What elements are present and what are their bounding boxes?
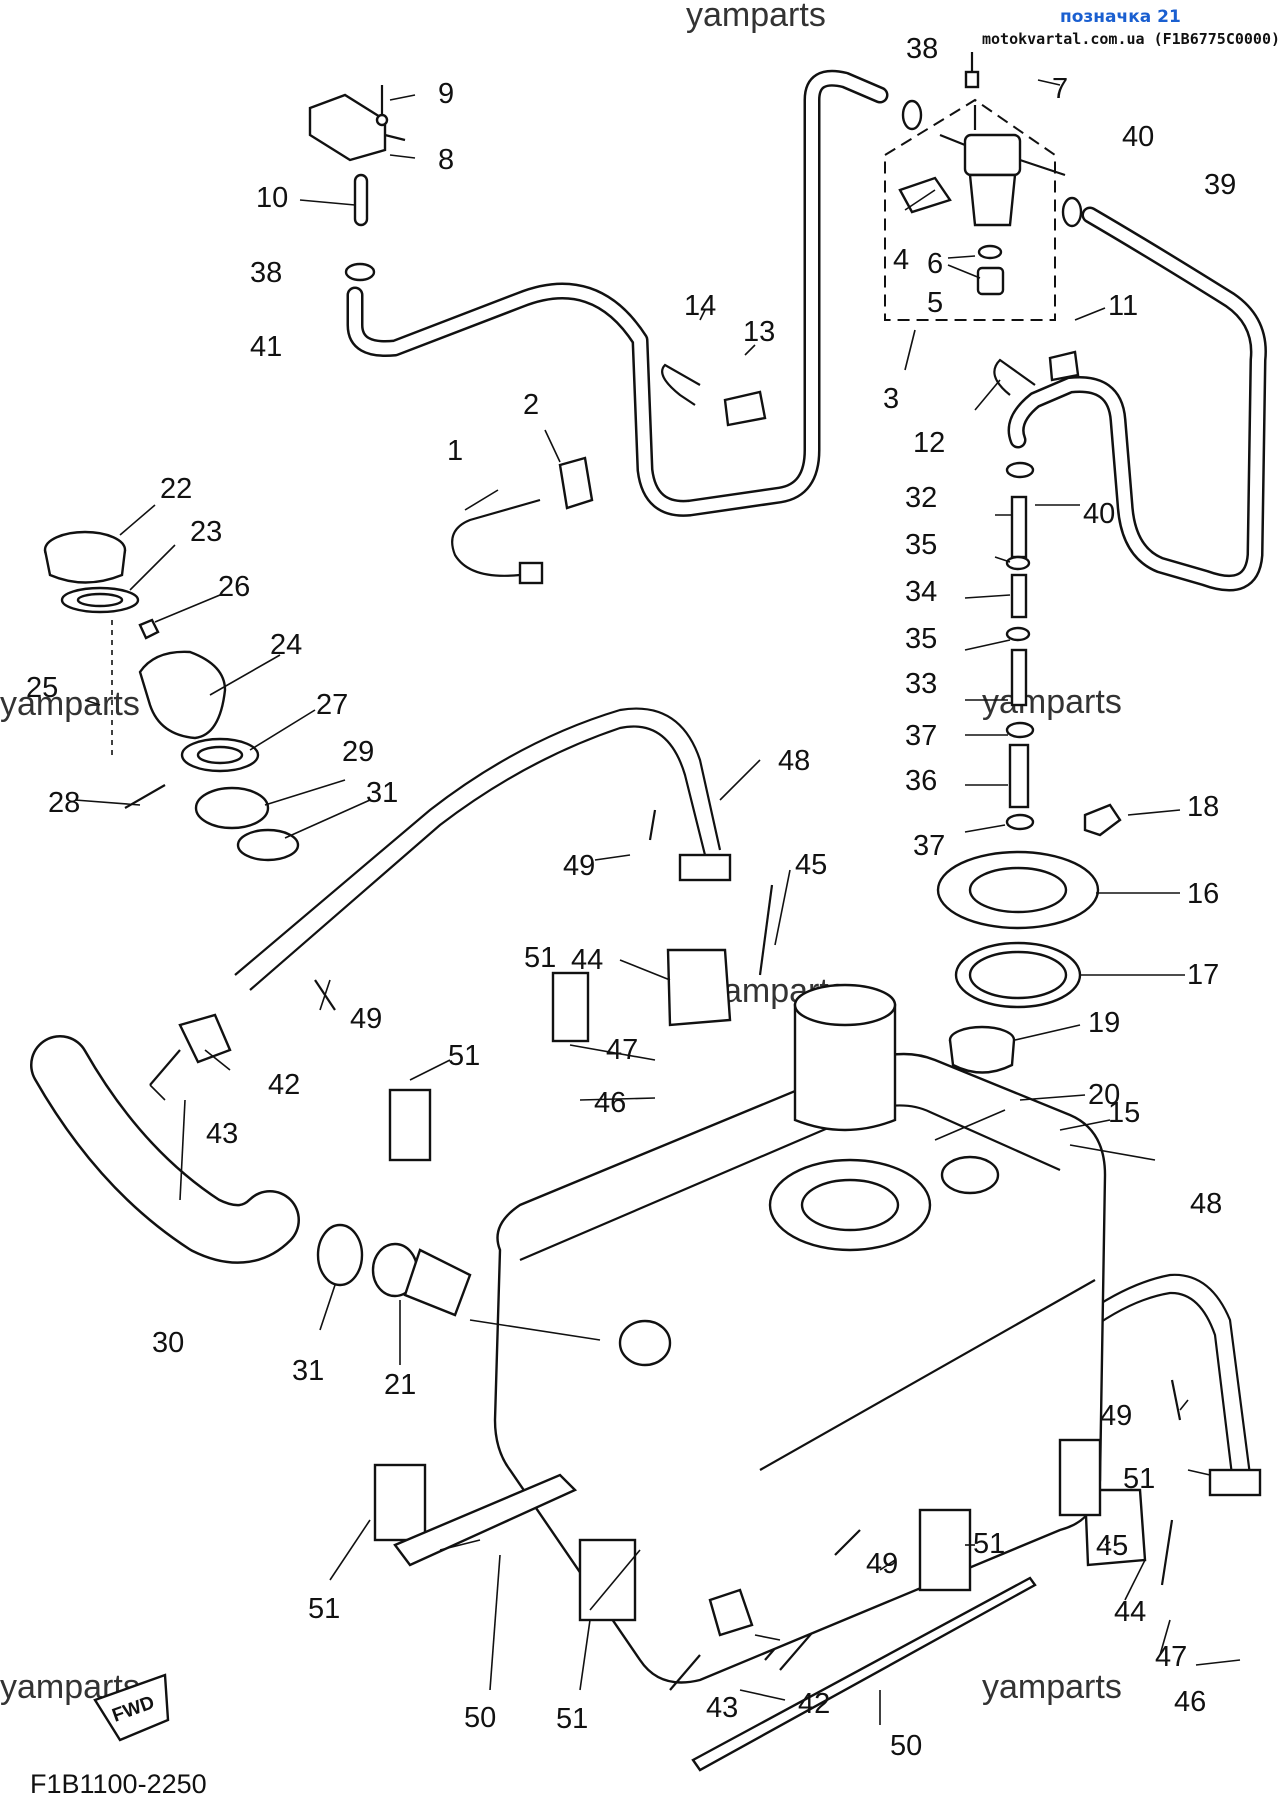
- hose-39: [1007, 206, 1267, 592]
- callout-5: 5: [927, 287, 943, 319]
- callout-10: 10: [256, 182, 288, 214]
- callout-35-a: 35: [905, 529, 937, 561]
- callout-28: 28: [48, 787, 80, 819]
- fuel-pump-ring: [936, 803, 1122, 1009]
- watermark-bottom-right: yamparts: [982, 1668, 1122, 1706]
- callout-12: 12: [913, 427, 945, 459]
- callout-33: 33: [905, 668, 937, 700]
- callout-51-e: 51: [973, 1528, 1005, 1560]
- strips-50: [393, 1473, 1037, 1772]
- callout-50-right: 50: [890, 1730, 922, 1762]
- callout-13: 13: [743, 316, 775, 348]
- callout-7: 7: [1052, 73, 1068, 105]
- callout-35-b: 35: [905, 623, 937, 655]
- callout-51-a: 51: [524, 942, 556, 974]
- callout-43-left: 43: [206, 1118, 238, 1150]
- bracket-8: [308, 85, 406, 227]
- callout-44-right: 44: [1114, 1596, 1146, 1628]
- callout-43-bottom: 43: [706, 1692, 738, 1724]
- callout-16: 16: [1187, 878, 1219, 910]
- callout-34: 34: [905, 576, 937, 608]
- callout-15: 15: [1108, 1097, 1140, 1129]
- callout-21: 21: [384, 1369, 416, 1401]
- callout-1: 1: [447, 435, 463, 467]
- callout-47-mid: 47: [606, 1034, 638, 1066]
- brackets-42-43-49: [149, 809, 1182, 1691]
- callout-18: 18: [1187, 791, 1219, 823]
- callout-22: 22: [160, 473, 192, 505]
- callout-51-c: 51: [308, 1593, 340, 1625]
- callout-42-left: 42: [268, 1069, 300, 1101]
- callout-51-f: 51: [1123, 1463, 1155, 1495]
- watermark-left: yamparts: [0, 685, 140, 723]
- fuel-line-parts: [1005, 495, 1035, 831]
- callout-42-bottom: 42: [798, 1688, 830, 1720]
- callout-11: 11: [1108, 290, 1138, 322]
- callout-30: 30: [152, 1327, 184, 1359]
- leader-lines: [74, 79, 1241, 1725]
- callout-50-left: 50: [464, 1702, 496, 1734]
- callout-26: 26: [218, 571, 250, 603]
- fuel-filter-assembly: [884, 52, 1066, 321]
- callout-32: 32: [905, 482, 937, 514]
- callout-numbers: 1 2 3 4 5 6 7 8 9 10 11 12 13 14 15 16 1…: [26, 33, 1236, 1762]
- callout-51-d: 51: [556, 1703, 588, 1735]
- callout-37-b: 37: [913, 830, 945, 862]
- callout-47-right: 47: [1155, 1641, 1187, 1673]
- callout-38-top: 38: [906, 33, 938, 65]
- callout-44-mid: 44: [571, 944, 603, 976]
- diagram-code: F1B1100-2250: [30, 1769, 207, 1799]
- callout-17: 17: [1187, 959, 1219, 991]
- callout-24: 24: [270, 629, 302, 661]
- callout-45-mid: 45: [795, 849, 827, 881]
- callout-49-top: 49: [563, 850, 595, 882]
- filler-neck-assembly: [43, 530, 300, 862]
- callout-6: 6: [927, 248, 943, 280]
- cable-ties-and-holders: [451, 350, 1080, 585]
- callout-31-bottom: 31: [292, 1355, 324, 1387]
- hose-clamps: [344, 99, 1083, 479]
- callout-19: 19: [1088, 1007, 1120, 1039]
- callout-48-top: 48: [778, 745, 810, 777]
- hose-41: [346, 69, 889, 517]
- callout-40-top: 40: [1122, 121, 1154, 153]
- callout-49-bottom: 49: [866, 1548, 898, 1580]
- pads-51: [373, 971, 1102, 1622]
- header-label: позначка 21: [1060, 7, 1181, 27]
- callout-41: 41: [250, 331, 282, 363]
- callout-45-right: 45: [1096, 1530, 1128, 1562]
- callout-25: 25: [26, 672, 58, 704]
- callout-27: 27: [316, 689, 348, 721]
- fwd-arrow: FWD: [93, 1673, 170, 1742]
- callout-51-b: 51: [448, 1040, 480, 1072]
- callout-48-right: 48: [1190, 1188, 1222, 1220]
- callout-37-a: 37: [905, 720, 937, 752]
- callout-2: 2: [523, 389, 539, 421]
- callout-29: 29: [342, 736, 374, 768]
- callout-4: 4: [893, 244, 909, 276]
- callout-46-right: 46: [1174, 1686, 1206, 1718]
- callout-14: 14: [684, 290, 716, 322]
- header-source: motokvartal.com.ua (F1B6775C0000): [982, 30, 1280, 48]
- watermark-mid-right: yamparts: [982, 683, 1122, 721]
- callout-9: 9: [438, 78, 454, 110]
- callout-49-left: 49: [350, 1003, 382, 1035]
- callout-31-top: 31: [366, 777, 398, 809]
- callout-38-left: 38: [250, 257, 282, 289]
- callout-20: 20: [1088, 1079, 1120, 1111]
- callout-49-right: 49: [1100, 1400, 1132, 1432]
- filler-hose-30: [30, 1035, 472, 1317]
- callout-36: 36: [905, 765, 937, 797]
- callout-39: 39: [1204, 169, 1236, 201]
- callout-3: 3: [883, 383, 899, 415]
- callout-40-mid: 40: [1083, 498, 1115, 530]
- callout-23: 23: [190, 516, 222, 548]
- strap-48-left: [234, 707, 732, 991]
- watermark-top: yamparts: [686, 0, 826, 34]
- callout-8: 8: [438, 144, 454, 176]
- callout-46-mid: 46: [594, 1087, 626, 1119]
